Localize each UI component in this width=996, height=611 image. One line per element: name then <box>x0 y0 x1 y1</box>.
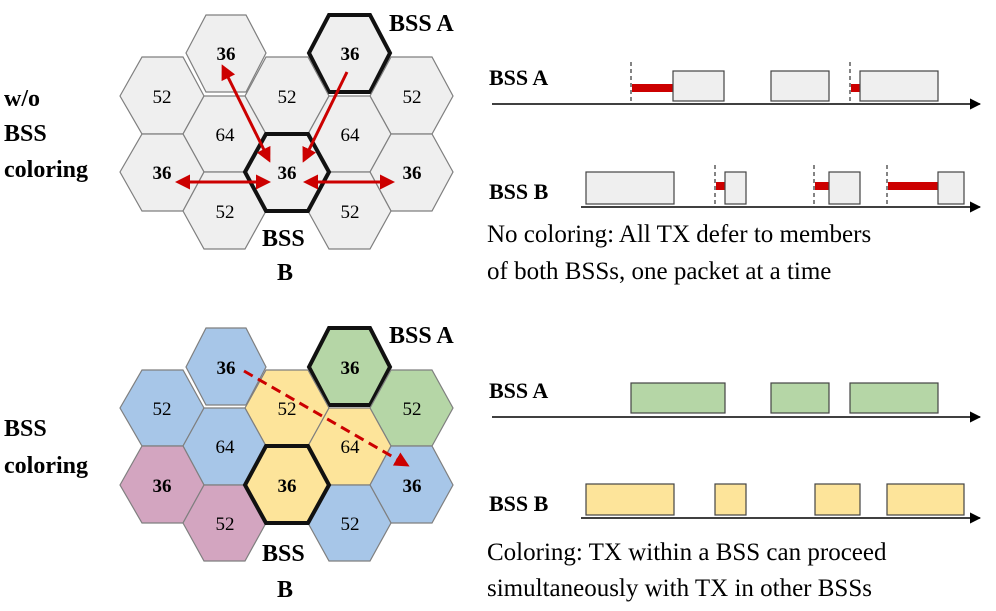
side-label: coloring <box>4 157 88 183</box>
top-labels: w/o BSS coloring BSS A BSS B <box>4 11 454 286</box>
top-timeline-b: BSS B <box>489 165 982 213</box>
hex-cell-bss-a <box>306 13 393 94</box>
hex-label: 52 <box>278 399 297 420</box>
hex-cell <box>185 327 267 406</box>
bottom-caption: Coloring: TX within a BSS can proceed si… <box>487 539 887 602</box>
hex-label: 52 <box>403 399 422 420</box>
hex-label: 52 <box>278 87 297 108</box>
interference-arrow <box>221 64 271 163</box>
bss-b-label: BSS <box>262 226 305 252</box>
timeline-label: BSS B <box>489 179 549 204</box>
hex-label: 36 <box>153 476 172 497</box>
side-label: coloring <box>4 453 88 479</box>
side-label: BSS <box>4 121 47 147</box>
hex-label: 36 <box>278 476 297 497</box>
timeline-label: BSS B <box>489 491 549 516</box>
bottom-timeline-b: BSS B <box>489 483 982 524</box>
tx-packet <box>814 483 861 516</box>
tx-packet <box>672 70 725 102</box>
tx-packet <box>770 70 830 102</box>
tx-packet <box>585 171 675 205</box>
hex-label: 52 <box>341 202 360 223</box>
hex-label: 52 <box>216 202 235 223</box>
hex-label: 36 <box>403 476 422 497</box>
tx-packet <box>849 382 939 414</box>
tx-packet <box>724 171 747 205</box>
tx-packet <box>828 171 861 205</box>
hex-label: 36 <box>403 163 422 184</box>
bss-a-label: BSS A <box>389 323 454 349</box>
side-label: w/o <box>4 86 40 112</box>
tx-packet <box>630 382 726 414</box>
hex-label: 36 <box>217 44 236 65</box>
bss-b-label: B <box>277 577 293 603</box>
bottom-timeline-a: BSS A <box>489 378 982 423</box>
hex-label: 64 <box>216 125 236 146</box>
top-interference-arrows <box>175 64 395 190</box>
bottom-hex-labels: 36 36 52 52 52 64 64 36 36 36 52 52 <box>153 358 422 535</box>
hex-label: 36 <box>278 163 297 184</box>
timeline-label: BSS A <box>489 378 548 403</box>
top-caption: No coloring: All TX defer to members of … <box>487 221 871 285</box>
tx-packet <box>886 483 965 516</box>
hex-label: 52 <box>341 514 360 535</box>
caption-line: No coloring: All TX defer to members <box>487 221 871 248</box>
interference-arrow <box>302 71 349 163</box>
timeline-label: BSS A <box>489 65 548 90</box>
tx-packet <box>585 483 675 516</box>
tx-packet <box>714 483 747 516</box>
hex-label: 52 <box>216 514 235 535</box>
bss-b-label: BSS <box>262 541 305 567</box>
hex-label: 52 <box>153 87 172 108</box>
hex-label: 36 <box>341 44 360 65</box>
hex-cell-bss-a <box>306 326 393 407</box>
hex-label: 36 <box>153 163 172 184</box>
tx-packet <box>937 171 965 205</box>
side-label: BSS <box>4 416 47 442</box>
caption-line: of both BSSs, one packet at a time <box>487 258 831 285</box>
bss-a-label: BSS A <box>389 11 454 37</box>
bss-b-label: B <box>277 260 293 286</box>
tx-packet <box>770 382 830 414</box>
top-hex-cells <box>119 13 454 250</box>
top-timeline-a: BSS A <box>489 62 982 110</box>
hex-label: 52 <box>403 87 422 108</box>
tx-packet <box>859 70 939 102</box>
hex-label: 36 <box>341 358 360 379</box>
bottom-hex-cells <box>119 326 454 562</box>
hex-label: 64 <box>341 125 361 146</box>
hex-label: 52 <box>153 399 172 420</box>
bottom-labels: BSS coloring BSS A BSS B <box>4 323 454 603</box>
caption-line: simultaneously with TX in other BSSs <box>487 575 872 602</box>
hex-label: 64 <box>341 437 361 458</box>
caption-line: Coloring: TX within a BSS can proceed <box>487 539 887 566</box>
hex-cell-bss-b <box>242 444 332 525</box>
hex-label: 64 <box>216 437 236 458</box>
hex-label: 36 <box>217 358 236 379</box>
